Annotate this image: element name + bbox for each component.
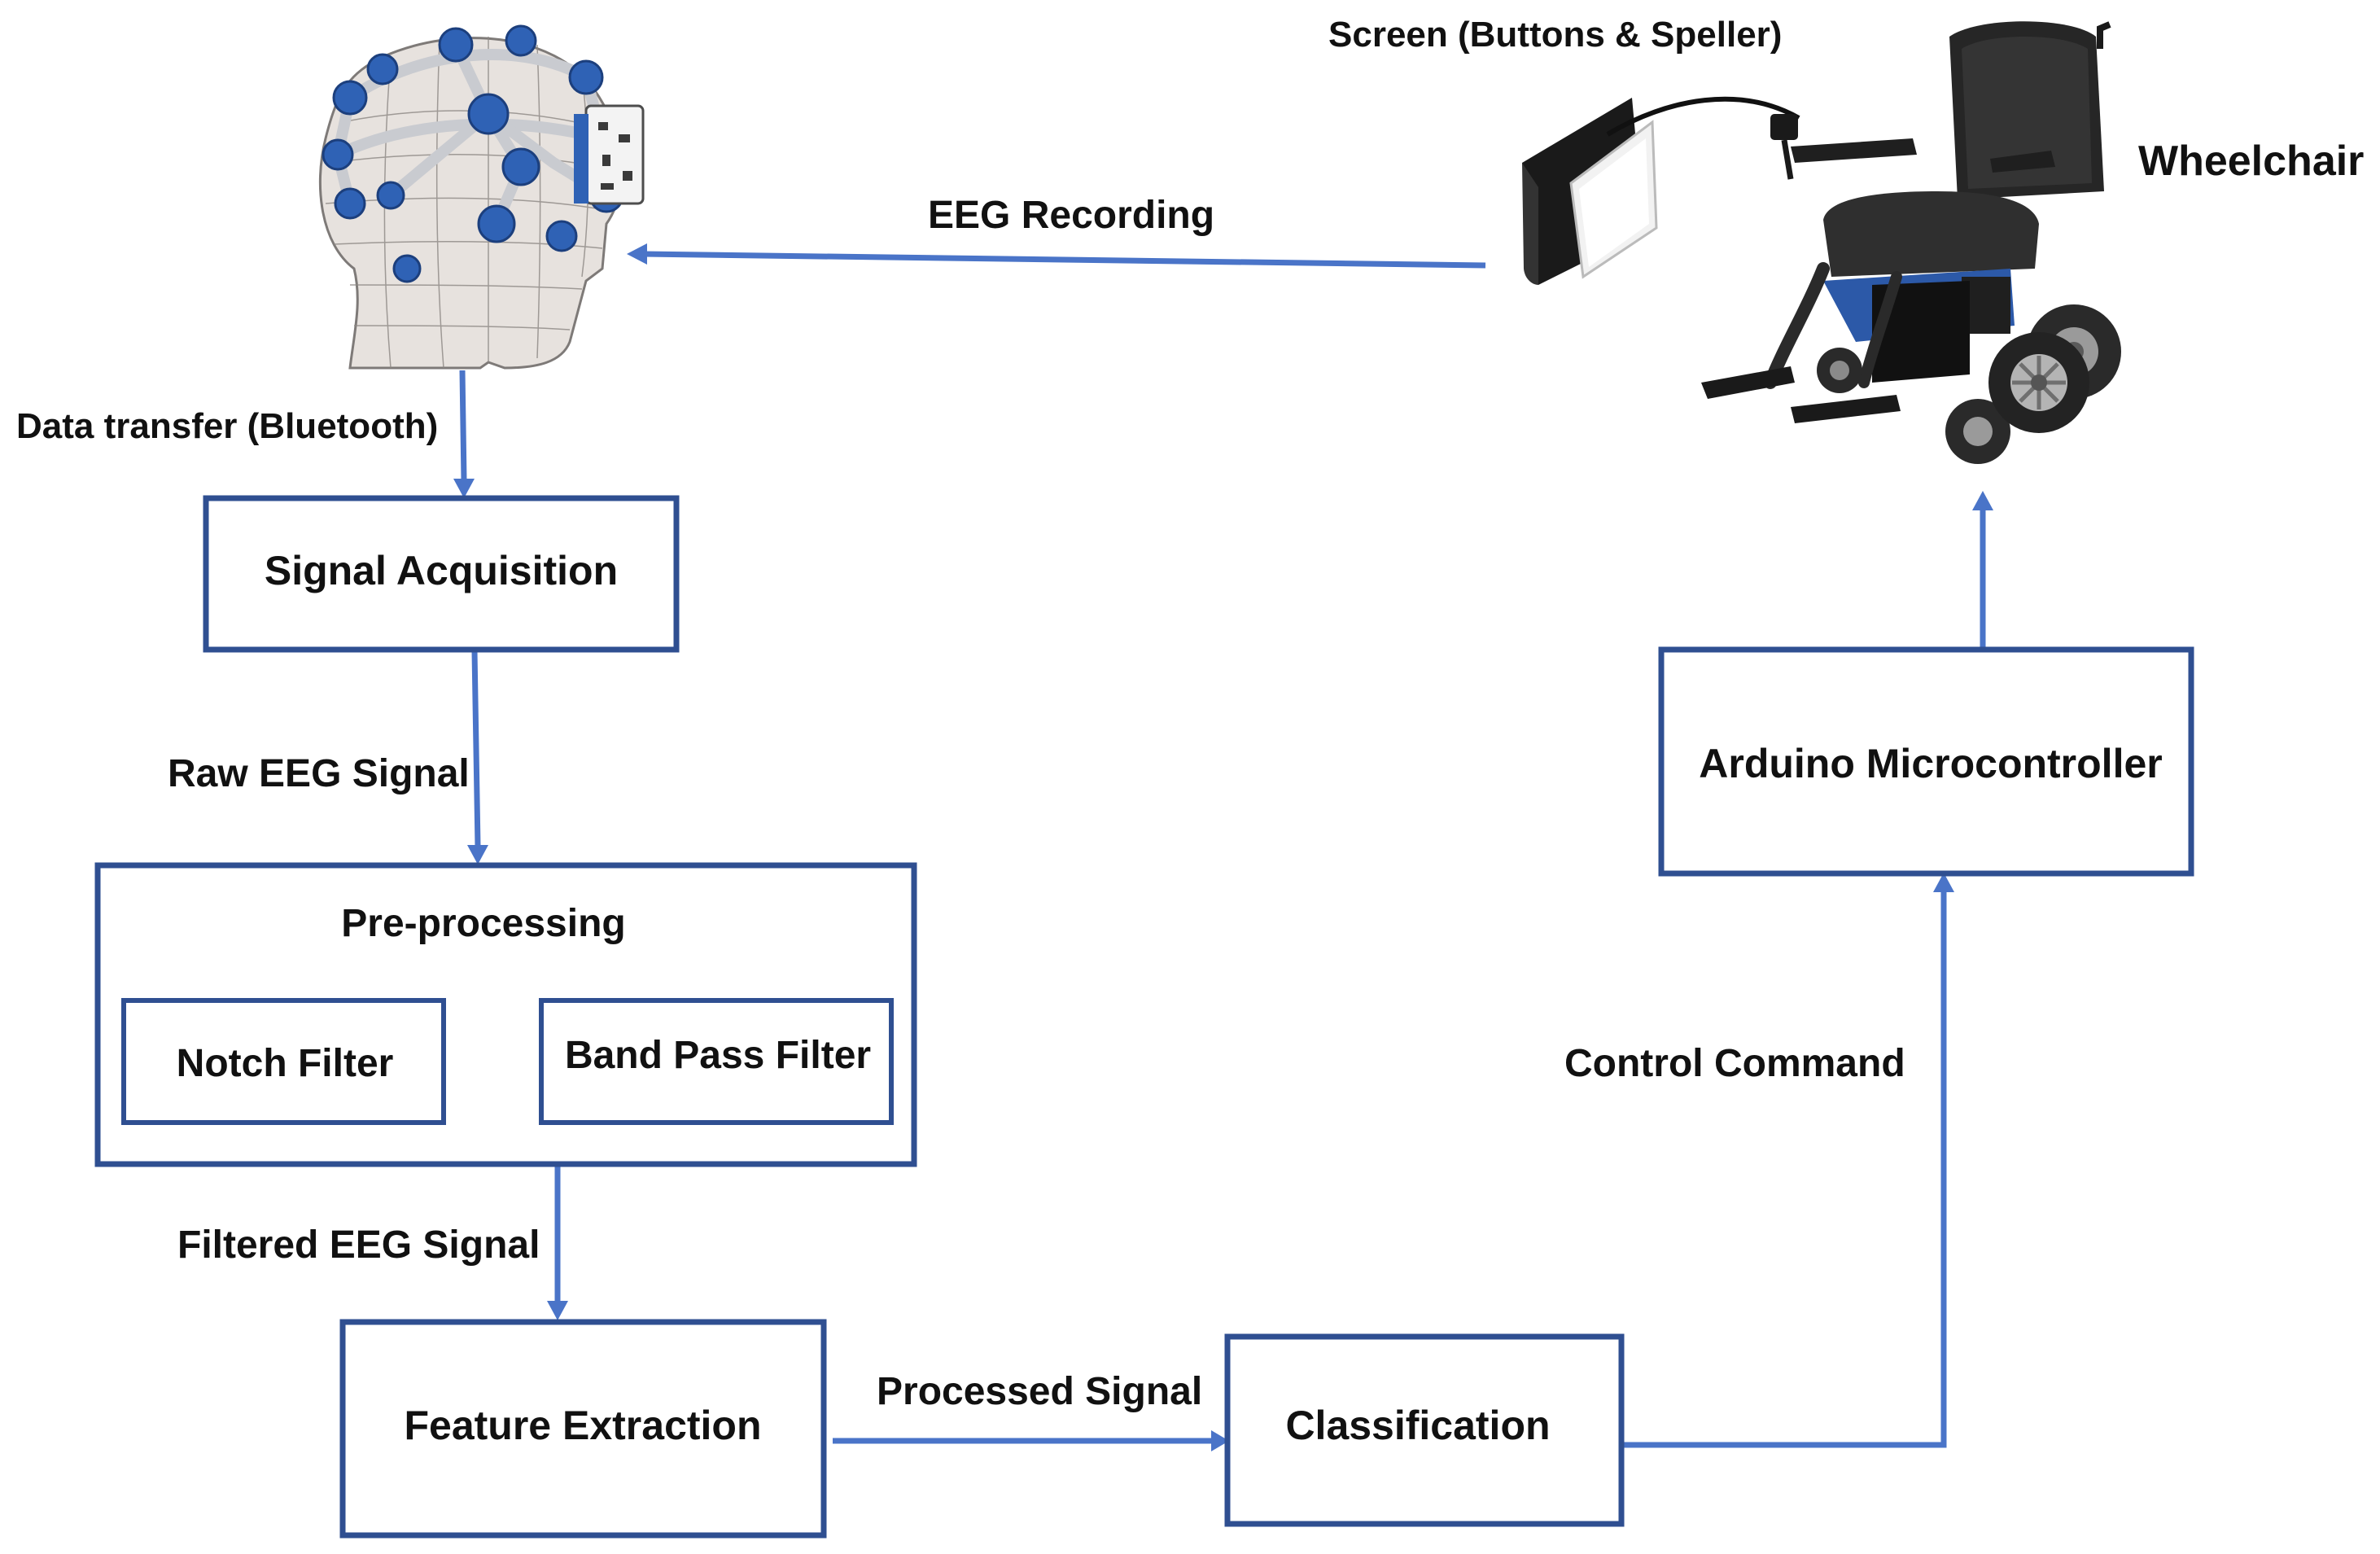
eeg-headset-icon (318, 24, 645, 370)
arduino-box (1658, 646, 2194, 877)
notch-filter-label: Notch Filter (177, 1042, 394, 1085)
wheelchair-label: Wheelchair (2138, 138, 2364, 185)
feature-extraction-box (339, 1319, 827, 1539)
data-transfer-label: Data transfer (Bluetooth) (16, 406, 438, 446)
classification-label: Classification (1285, 1403, 1550, 1448)
classification-box (1224, 1333, 1625, 1527)
band-pass-filter-box (539, 998, 894, 1125)
raw-eeg-label: Raw EEG Signal (168, 752, 470, 795)
screen-icon (1522, 98, 1658, 285)
control-command-label: Control Command (1564, 1042, 1905, 1085)
band-pass-filter-label: Band Pass Filter (565, 1034, 871, 1077)
screen-label: Screen (Buttons & Speller) (1328, 15, 1782, 55)
screen-cable (1606, 96, 1800, 137)
notch-filter-box (121, 998, 446, 1125)
preprocessing-label: Pre-processing (341, 902, 625, 945)
feature-extraction-label: Feature Extraction (404, 1403, 761, 1448)
connectors (445, 243, 1993, 1451)
arduino-label: Arduino Microcontroller (1699, 741, 2162, 786)
signal-acquisition-box (203, 495, 680, 653)
filtered-eeg-label: Filtered EEG Signal (177, 1224, 540, 1267)
processed-signal-label: Processed Signal (877, 1370, 1202, 1413)
eeg-recording-label: EEG Recording (928, 194, 1214, 237)
wheelchair-icon (1701, 21, 2121, 464)
signal-acquisition-label: Signal Acquisition (265, 548, 618, 593)
